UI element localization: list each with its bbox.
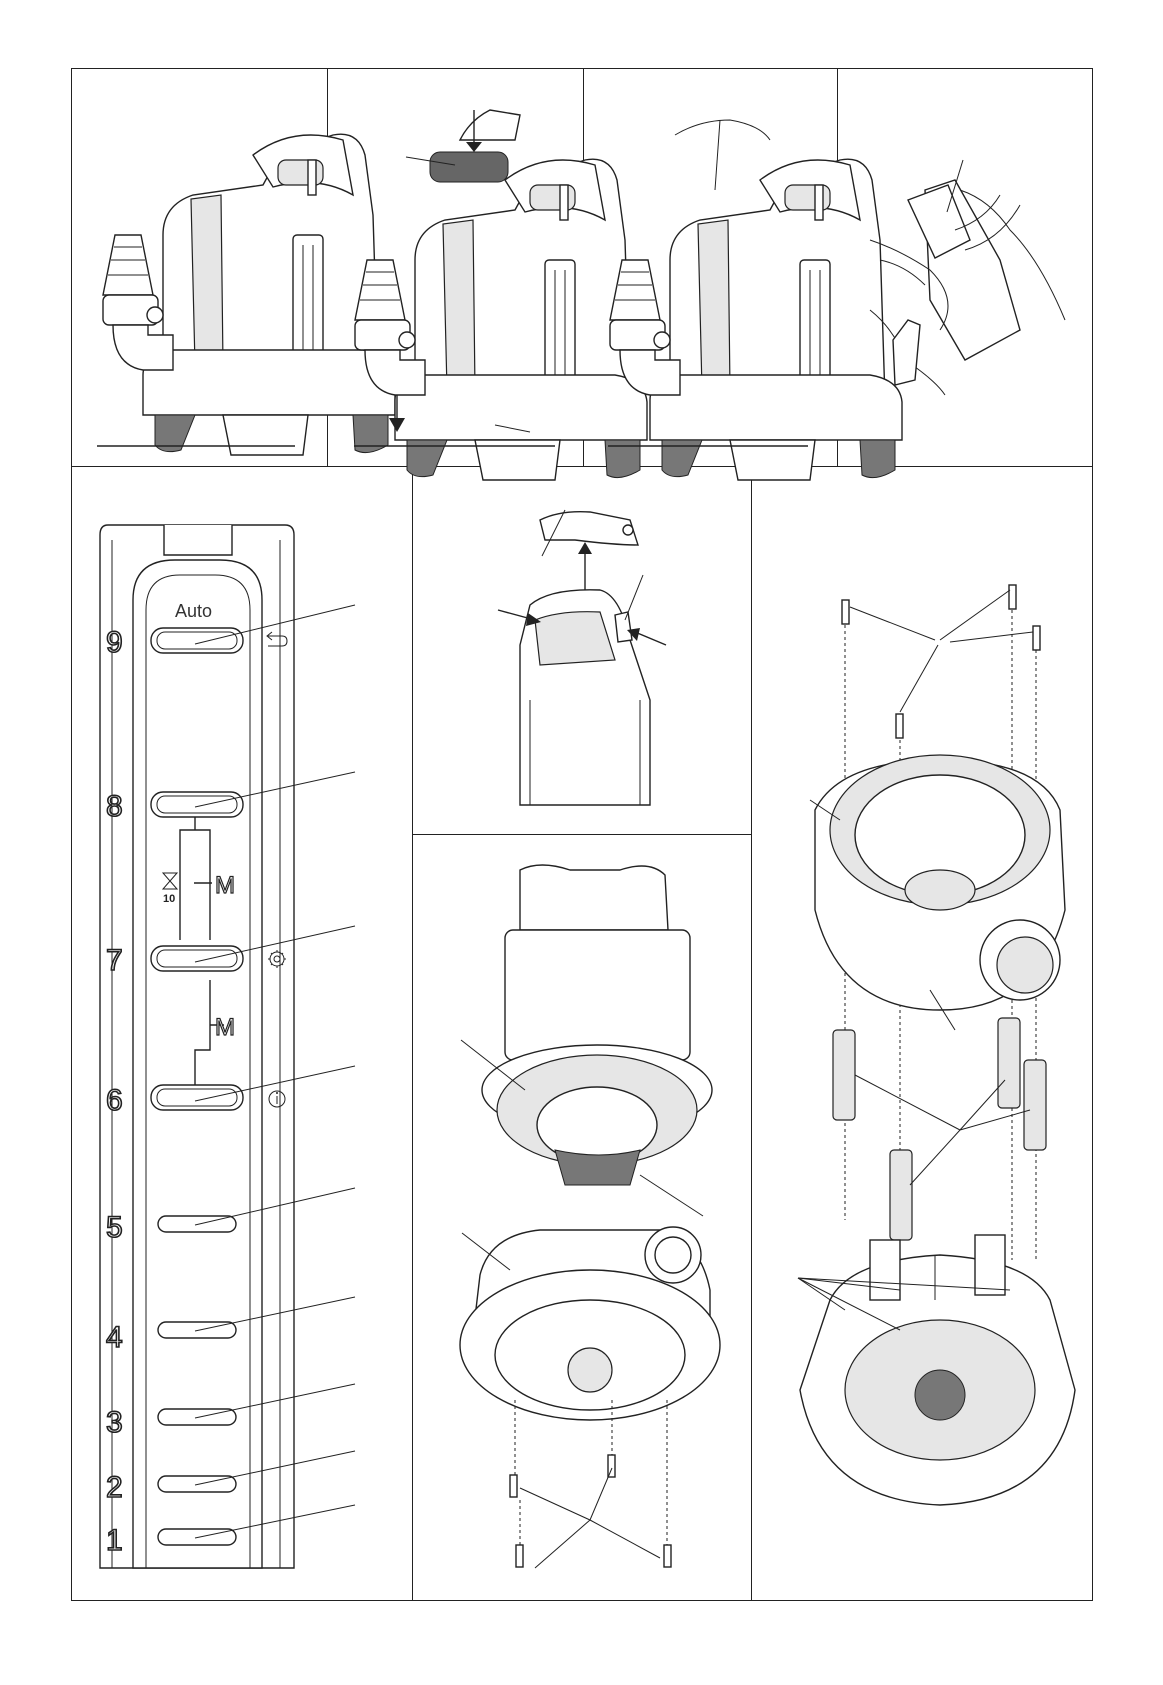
info-icon (269, 1091, 285, 1107)
mode-label-upper: M (215, 872, 235, 899)
slot-6 (151, 1066, 355, 1110)
slot-1 (158, 1505, 355, 1545)
gear-icon (268, 950, 286, 968)
number-7: 7 (106, 944, 123, 977)
number-5: 5 (106, 1211, 123, 1244)
slot-4 (158, 1297, 355, 1338)
mode-label-lower: M (215, 1014, 235, 1041)
slot-8 (151, 772, 355, 817)
number-4: 4 (106, 1321, 123, 1354)
auto-label: Auto (175, 601, 212, 621)
slot-2 (158, 1451, 355, 1492)
number-3: 3 (106, 1406, 123, 1439)
number-8: 8 (106, 790, 123, 823)
timer-label: 10 (163, 893, 175, 905)
slot-5 (158, 1188, 355, 1232)
number-2: 2 (106, 1471, 123, 1504)
number-6: 6 (106, 1084, 123, 1117)
hourglass-icon (163, 873, 177, 889)
slot-3 (158, 1384, 355, 1425)
return-arrow-icon (267, 632, 287, 646)
slot-7 (151, 926, 355, 971)
number-1: 1 (106, 1524, 123, 1557)
number-9: 9 (106, 626, 123, 659)
